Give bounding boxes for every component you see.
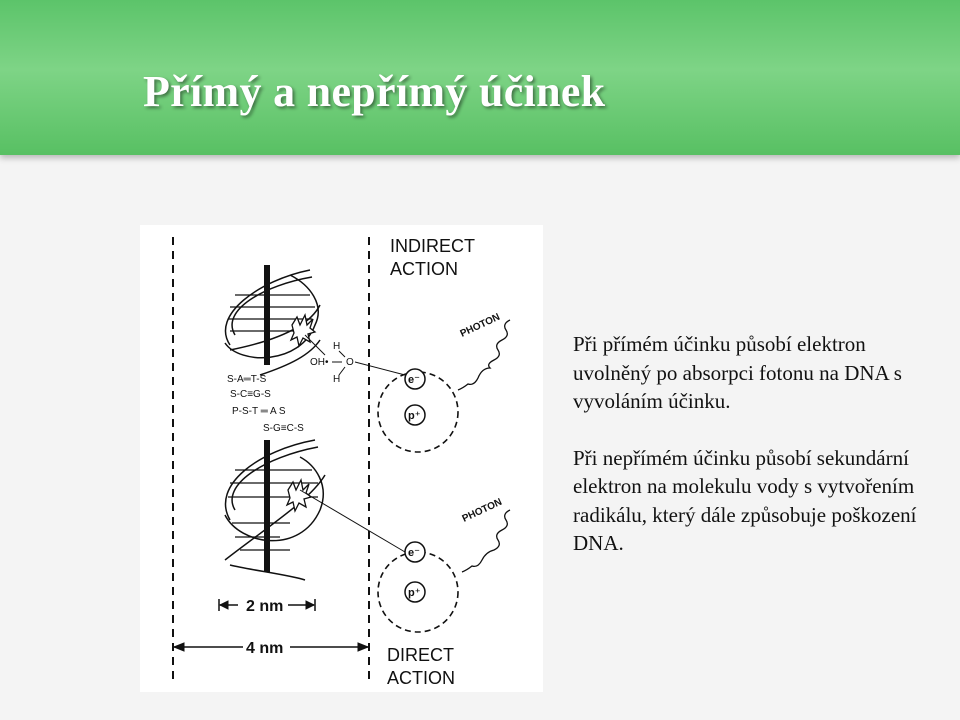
dimension-2nm: 2 nm [218,598,316,615]
helix-axis-lower [264,440,270,572]
helix-axis-upper [264,265,270,365]
base-pair-4: S-G≡C-S [263,423,304,434]
radical-attack-arrow [304,334,326,356]
dimension-2nm-label: 2 nm [246,598,283,615]
damage-burst-lower [285,478,313,513]
indirect-action-paragraph: Při nepřímém účinku působí sekundární el… [573,445,917,556]
slide-title: Přímý a nepřímý účinek [143,67,606,116]
atom-lower: e⁻ p⁺ [377,541,459,633]
direct-action-label-2: ACTION [387,668,455,688]
explanation-text: Při přímém účinku působí elektron uvolně… [573,330,943,586]
damage-burst-upper [289,313,317,348]
electron-label: e⁻ [408,374,420,386]
water-oxygen: O [346,357,354,368]
direct-action-label-1: DIRECT [387,645,454,665]
water-h-top: H [333,341,340,352]
indirect-action-label-2: ACTION [390,259,458,279]
proton-label: p⁺ [408,410,421,422]
indirect-action-label-1: INDIRECT [390,236,475,256]
base-pair-2: S-C≡G-S [230,389,271,400]
water-h-bottom: H [333,374,340,385]
dna-helix-lower [224,439,326,581]
electron-label: e⁻ [408,547,420,559]
electron-to-water-line [354,361,406,376]
title-banner: Přímý a nepřímý účinek [0,0,960,155]
proton-label: p⁺ [408,587,421,599]
dna-action-diagram: S-A═T-S S-C≡G-S P-S-T ═ A S S-G≡C-S H O … [140,225,543,692]
atom-upper: e⁻ p⁺ [377,368,459,453]
dimension-4nm: 4 nm [172,640,370,657]
photon-wave-upper [457,319,511,391]
photon-wave-lower [461,509,511,573]
photon-label-lower: PHOTON [461,497,504,525]
base-pair-1: S-A═T-S [227,374,267,385]
dimension-4nm-label: 4 nm [246,640,283,657]
base-pair-3: P-S-T ═ A S [232,406,286,417]
electron-to-dna-line [299,489,406,553]
photon-label-upper: PHOTON [459,312,502,340]
oh-radical: OH• [310,357,329,368]
direct-action-paragraph: Při přímém účinku působí elektron uvolně… [573,332,902,413]
